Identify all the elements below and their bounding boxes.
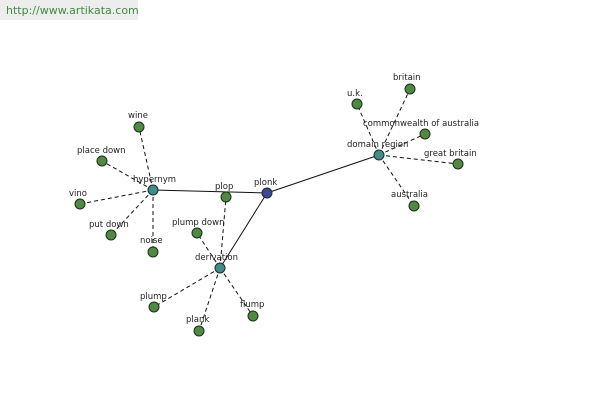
edge-domain-region-to-australia xyxy=(378,154,415,207)
node-circle-flump[interactable] xyxy=(247,310,259,322)
node-domain-region[interactable]: domain region xyxy=(347,140,408,161)
edge-domain-region-to-commonwealth-of-australia xyxy=(378,133,426,156)
node-circle-uk[interactable] xyxy=(351,98,363,110)
edge-hypernym-to-plonk xyxy=(152,189,268,194)
node-circle-place-down[interactable] xyxy=(96,155,108,167)
node-circle-plump-down[interactable] xyxy=(191,227,203,239)
node-label-plop: plop xyxy=(215,182,233,192)
node-label-commonwealth-of-australia: commonwealth of australia xyxy=(363,119,479,129)
node-label-noise: noise xyxy=(140,236,163,246)
node-plump[interactable]: plump xyxy=(140,292,167,313)
node-label-put-down: put down xyxy=(89,220,129,230)
edges-layer xyxy=(79,88,459,332)
node-label-plank: plank xyxy=(186,315,209,325)
node-circle-plonk[interactable] xyxy=(261,187,273,199)
node-label-derivation: derivation xyxy=(195,253,238,263)
nodes-layer: plonk hypernym derivation domain region wine… xyxy=(69,73,479,337)
node-derivation[interactable]: derivation xyxy=(195,253,238,274)
node-circle-derivation[interactable] xyxy=(214,262,226,274)
node-label-plump: plump xyxy=(140,292,167,302)
node-put-down[interactable]: put down xyxy=(89,220,129,241)
node-label-plump-down: plump down xyxy=(172,218,224,228)
edge-hypernym-to-wine xyxy=(138,126,154,191)
node-circle-put-down[interactable] xyxy=(105,229,117,241)
node-circle-britain[interactable] xyxy=(404,83,416,95)
node-flump[interactable]: flump xyxy=(240,300,264,322)
edge-derivation-to-plump xyxy=(153,267,221,308)
edge-hypernym-to-place-down xyxy=(101,160,154,191)
node-label-plonk: plonk xyxy=(254,178,277,188)
node-label-vino: vino xyxy=(69,189,87,199)
node-vino[interactable]: vino xyxy=(69,189,87,210)
node-wine[interactable]: wine xyxy=(128,111,148,133)
node-label-place-down: place down xyxy=(77,146,126,156)
node-circle-wine[interactable] xyxy=(133,121,145,133)
node-circle-vino[interactable] xyxy=(74,198,86,210)
site-url-link[interactable]: http://www.artikata.com xyxy=(6,4,139,17)
node-noise[interactable]: noise xyxy=(140,236,163,258)
edge-domain-region-to-britain xyxy=(378,88,411,156)
node-circle-plump[interactable] xyxy=(148,301,160,313)
node-label-wine: wine xyxy=(128,111,148,121)
edge-hypernym-to-put-down xyxy=(110,189,154,236)
edge-derivation-to-plop xyxy=(219,196,227,269)
node-great-britain[interactable]: great britain xyxy=(424,149,477,170)
node-label-australia: australia xyxy=(391,190,428,200)
node-circle-plop[interactable] xyxy=(220,191,232,203)
node-circle-commonwealth-of-australia[interactable] xyxy=(419,128,431,140)
node-australia[interactable]: australia xyxy=(391,190,428,212)
node-circle-domain-region[interactable] xyxy=(373,149,385,161)
node-plump-down[interactable]: plump down xyxy=(172,218,224,239)
node-plonk[interactable]: plonk xyxy=(254,178,277,199)
node-commonwealth-of-australia[interactable]: commonwealth of australia xyxy=(363,119,479,140)
node-uk[interactable]: u.k. xyxy=(347,89,363,110)
node-circle-plank[interactable] xyxy=(193,325,205,337)
edge-domain-region-to-great-britain xyxy=(378,154,459,165)
node-label-great-britain: great britain xyxy=(424,149,477,159)
site-url-banner: http://www.artikata.com xyxy=(0,0,139,20)
node-label-domain-region: domain region xyxy=(347,140,408,150)
node-label-britain: britain xyxy=(393,73,421,83)
node-label-uk: u.k. xyxy=(347,89,363,99)
node-label-hypernym: hypernym xyxy=(133,175,176,185)
edge-derivation-to-flump xyxy=(219,267,254,317)
node-circle-hypernym[interactable] xyxy=(147,184,159,196)
edge-hypernym-to-vino xyxy=(79,189,154,205)
node-plank[interactable]: plank xyxy=(186,315,209,337)
node-label-flump: flump xyxy=(240,300,264,310)
edge-domain-region-to-uk xyxy=(356,103,380,156)
node-plop[interactable]: plop xyxy=(215,182,233,203)
node-circle-australia[interactable] xyxy=(408,200,420,212)
node-hypernym[interactable]: hypernym xyxy=(133,175,176,196)
node-circle-noise[interactable] xyxy=(147,246,159,258)
node-circle-great-britain[interactable] xyxy=(452,158,464,170)
edge-derivation-to-plonk xyxy=(219,192,268,269)
node-place-down[interactable]: place down xyxy=(77,146,126,167)
node-britain[interactable]: britain xyxy=(393,73,421,95)
edge-domain-region-to-plonk xyxy=(266,154,380,194)
